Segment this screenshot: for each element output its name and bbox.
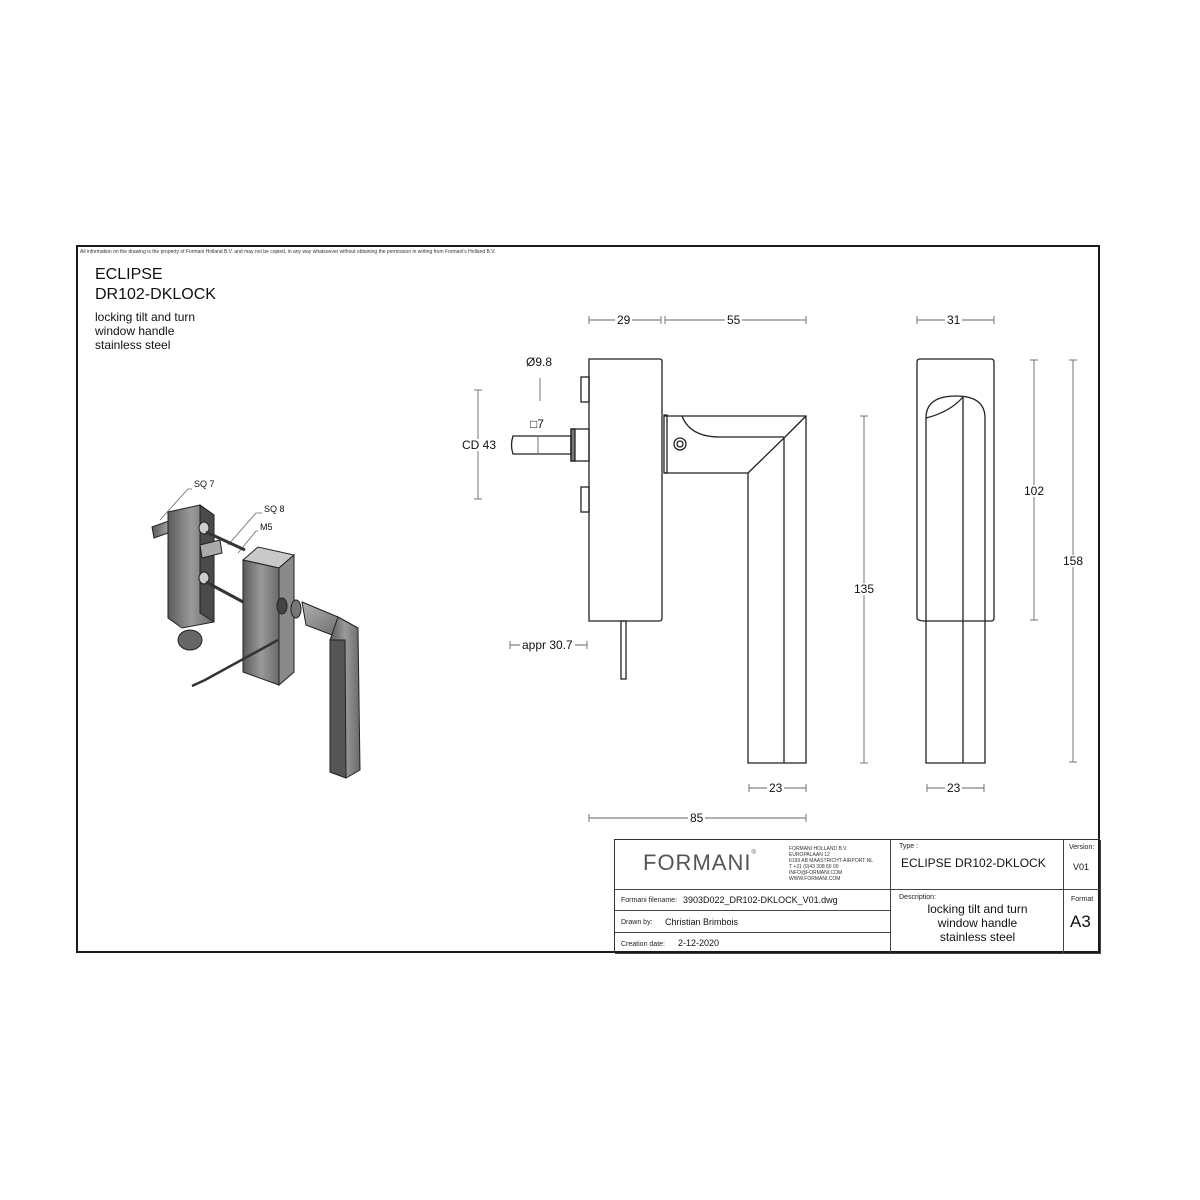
formani-logo: FORMANI® bbox=[643, 850, 757, 875]
drawing-sheet-border bbox=[76, 245, 1100, 953]
dim-lever-width-front: 23 bbox=[945, 781, 963, 795]
filename-value: 3903D022_DR102-DKLOCK_V01.dwg bbox=[683, 895, 838, 905]
dim-rod-length: appr 30.7 bbox=[520, 638, 575, 652]
dim-lever-width-side: 23 bbox=[767, 781, 785, 795]
dimension-lines bbox=[474, 316, 1077, 822]
drawing-header: ECLIPSE DR102-DKLOCK locking tilt and tu… bbox=[95, 265, 216, 352]
dim-lever-projection: 55 bbox=[725, 313, 743, 327]
dim-spindle-square: □7 bbox=[528, 417, 546, 431]
version-value: V01 bbox=[1073, 862, 1090, 872]
dim-rose-depth: 29 bbox=[615, 313, 633, 327]
product-description: locking tilt and turn window handle stai… bbox=[95, 310, 196, 352]
type-value: ECLIPSE DR102-DKLOCK bbox=[901, 856, 1046, 870]
logo-cell: FORMANI® FORMANI HOLLAND B.V. EUROPALAAN… bbox=[615, 840, 891, 890]
description-value: locking tilt and turn window handle stai… bbox=[927, 902, 1028, 944]
filename-cell: Formani filename: 3903D022_DR102-DKLOCK_… bbox=[615, 890, 891, 911]
isometric-view bbox=[151, 488, 361, 779]
creation-date-value: 2-12-2020 bbox=[678, 938, 720, 948]
format-value: A3 bbox=[1070, 912, 1091, 931]
format-cell: Format A3 bbox=[1064, 890, 1101, 954]
front-view bbox=[916, 358, 995, 764]
copyright-notice: All information on the drawing is the pr… bbox=[80, 249, 496, 255]
drawn-by-cell: Drawn by: Christian Brimbois bbox=[615, 911, 891, 933]
product-line: ECLIPSE bbox=[95, 266, 163, 283]
title-block: FORMANI® FORMANI HOLLAND B.V. EUROPALAAN… bbox=[614, 839, 1101, 954]
dim-overall-height: 158 bbox=[1061, 554, 1086, 568]
callout-m5: M5 bbox=[258, 521, 275, 533]
side-view bbox=[510, 358, 807, 764]
dim-spindle-diameter: Ø9.8 bbox=[524, 355, 555, 369]
callout-sq8: SQ 8 bbox=[262, 503, 287, 515]
model-number: DR102-DKLOCK bbox=[95, 286, 216, 303]
dim-center-distance: CD 43 bbox=[460, 438, 499, 452]
version-cell: Version: V01 bbox=[1064, 840, 1101, 890]
callout-sq7: SQ 7 bbox=[192, 478, 217, 490]
dim-rose-height: 102 bbox=[1022, 484, 1047, 498]
dim-overall-depth: 85 bbox=[688, 811, 706, 825]
creation-date-cell: Creation date: 2-12-2020 bbox=[615, 933, 891, 954]
drawn-by-value: Christian Brimbois bbox=[665, 917, 739, 927]
dim-rose-width: 31 bbox=[945, 313, 963, 327]
description-cell: Description: locking tilt and turn windo… bbox=[891, 890, 1064, 954]
type-cell: Type : ECLIPSE DR102-DKLOCK bbox=[891, 840, 1064, 890]
company-address: FORMANI HOLLAND B.V. EUROPALAAN 12 6199 … bbox=[789, 846, 874, 882]
dim-lever-height: 135 bbox=[852, 582, 877, 596]
